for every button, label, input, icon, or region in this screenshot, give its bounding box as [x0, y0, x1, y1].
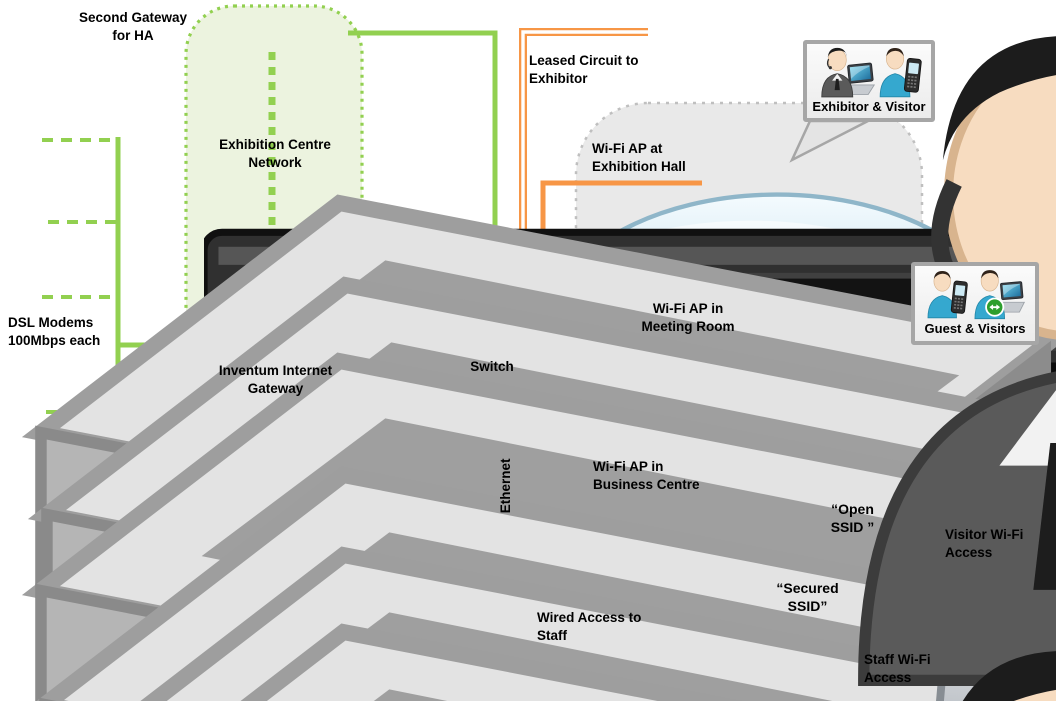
- exhibitor-visitor-box: Exhibitor & Visitor: [803, 40, 935, 122]
- staff-wifi-label: Staff Wi-Fi Access: [864, 652, 931, 685]
- switch-label: Switch: [470, 359, 514, 374]
- dsl-modems-label: DSL Modems 100Mbps each: [8, 315, 101, 348]
- exhibitor-visitor-label: Exhibitor & Visitor: [812, 99, 926, 114]
- secured-ssid-label: “Secured SSID”: [776, 580, 839, 615]
- guest-visitors-box: Guest & Visitors: [911, 262, 1039, 345]
- leased-circuit-label: Leased Circuit to Exhibitor: [529, 53, 639, 86]
- exhibition-network-label: Exhibition Centre Network: [219, 137, 331, 170]
- exhibitor-visitor-icons: [814, 45, 924, 99]
- ap-business-centre-label: Wi-Fi AP in Business Centre: [593, 459, 700, 492]
- second-gateway-label: Second Gateway for HA: [78, 10, 188, 43]
- visitor-wifi-label: Visitor Wi-Fi Access: [945, 527, 1024, 560]
- guest-visitors-icons: [924, 267, 1026, 321]
- person-laptop-icon: [970, 267, 1026, 321]
- wired-access-label: Wired Access to Staff: [537, 610, 642, 643]
- guest-visitors-label: Guest & Visitors: [924, 321, 1026, 336]
- open-ssid-label: “Open SSID ”: [830, 501, 875, 536]
- person-phone-icon: [924, 267, 970, 321]
- ap-meeting-room-label: Wi-Fi AP in Meeting Room: [641, 301, 735, 334]
- person-phone-icon: [876, 45, 924, 99]
- inventum-gateway-label: Inventum Internet Gateway: [218, 363, 333, 396]
- ap-exhibition-hall-label: Wi-Fi AP at Exhibition Hall: [592, 141, 686, 174]
- businessman-laptop-icon: [814, 45, 876, 99]
- ethernet-label: Ethernet: [498, 458, 514, 514]
